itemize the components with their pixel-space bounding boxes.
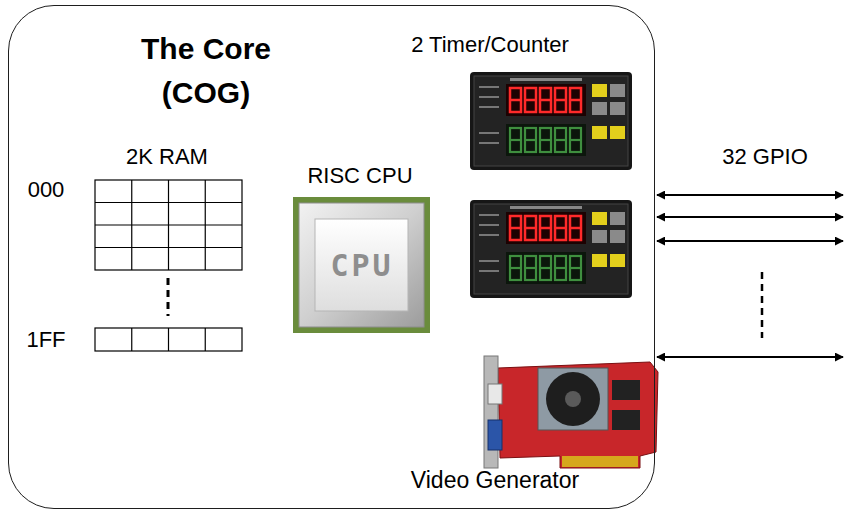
- address-label: 000: [28, 177, 65, 202]
- ram-grid: [95, 180, 242, 270]
- part-label: 2K RAM: [126, 144, 208, 169]
- part-label: Video Generator: [411, 467, 579, 493]
- address-label: 1FF: [26, 327, 65, 352]
- ellipsis-dash: [761, 272, 764, 338]
- ellipsis-dash: [167, 278, 170, 316]
- part-label: 2 Timer/Counter: [411, 32, 569, 57]
- timer-counter-image: [470, 72, 632, 170]
- ram-row: [95, 328, 242, 351]
- video-card-image: [484, 356, 658, 468]
- part-label: 32 GPIO: [722, 144, 808, 169]
- node-heading: The Core (COG): [121, 27, 291, 115]
- chip-marking: CPU: [330, 249, 393, 284]
- part-label: RISC CPU: [307, 163, 412, 188]
- gpio-arrows: [657, 195, 843, 357]
- cpu-chip: [293, 197, 430, 333]
- timer-counter-image: [470, 200, 632, 298]
